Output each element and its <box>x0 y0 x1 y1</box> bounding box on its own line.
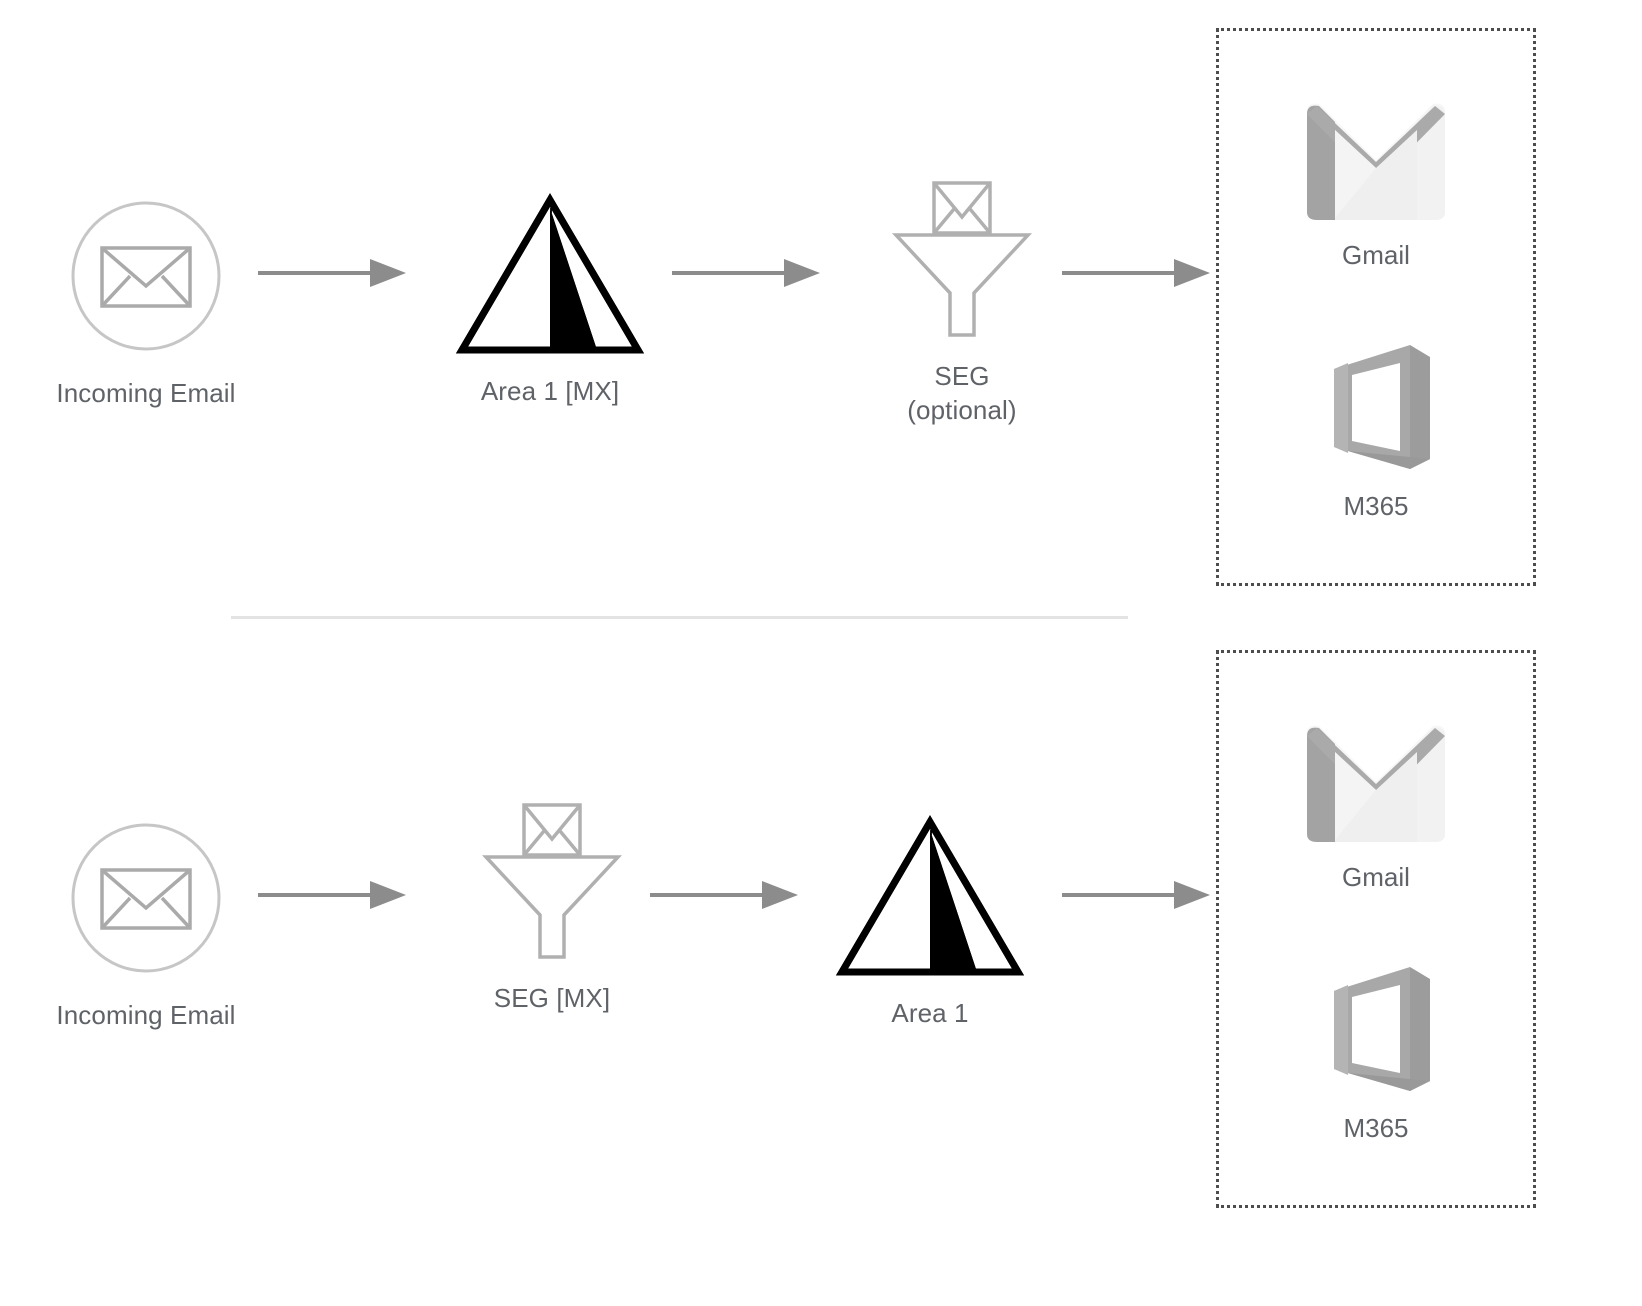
area1-triangle-logo <box>835 812 1025 982</box>
arrow-incoming-to-seg-row2 <box>258 878 406 917</box>
arrow-area1-to-destinations-row2 <box>1062 878 1210 917</box>
node-incoming-email-row1: Incoming Email <box>46 190 246 410</box>
destination-gmail-bottom: Gmail <box>1295 722 1457 893</box>
node-area1-row2: Area 1 <box>820 812 1040 1030</box>
gmail-logo <box>1295 100 1457 224</box>
seg-funnel-icon <box>882 175 1042 345</box>
node-label-incoming-email-row1: Incoming Email <box>56 378 236 408</box>
m365-logo <box>1314 341 1438 475</box>
seg-funnel-icon <box>472 797 632 967</box>
node-seg-mx-row2: SEG [MX] <box>452 797 652 1015</box>
arrow-incoming-to-area1-row1 <box>258 256 406 295</box>
section-divider <box>231 616 1128 619</box>
destination-label-gmail-top: Gmail <box>1342 240 1410 270</box>
destination-m365-bottom: M365 <box>1314 963 1438 1144</box>
envelope-in-circle-icon <box>60 190 232 362</box>
node-label-area1-mx-row1: Area 1 [MX] <box>480 376 620 406</box>
envelope-in-circle-icon <box>60 812 232 984</box>
arrow-seg-to-destinations-row1 <box>1062 256 1210 295</box>
destination-m365-top: M365 <box>1314 341 1438 522</box>
node-area1-mx-row1: Area 1 [MX] <box>440 190 660 408</box>
destinations-top: Gmail M365 <box>1216 28 1536 586</box>
destination-label-m365-top: M365 <box>1343 491 1409 521</box>
m365-logo <box>1314 963 1438 1097</box>
gmail-logo <box>1295 722 1457 846</box>
node-label-seg-optional-row1: SEG (optional) <box>907 361 1017 425</box>
node-label-area1-row2: Area 1 <box>891 998 969 1028</box>
destinations-bottom: Gmail M365 <box>1216 650 1536 1208</box>
destination-label-m365-bottom: M365 <box>1343 1113 1409 1143</box>
arrow-seg-to-area1-row2 <box>650 878 798 917</box>
node-incoming-email-row2: Incoming Email <box>46 812 246 1032</box>
arrow-area1-to-seg-row1 <box>672 256 820 295</box>
destination-gmail-top: Gmail <box>1295 100 1457 271</box>
node-seg-optional-row1: SEG (optional) <box>862 175 1062 427</box>
destination-label-gmail-bottom: Gmail <box>1342 862 1410 892</box>
area1-triangle-logo <box>455 190 645 360</box>
node-label-seg-mx-row2: SEG [MX] <box>493 983 611 1013</box>
node-label-incoming-email-row2: Incoming Email <box>56 1000 236 1030</box>
